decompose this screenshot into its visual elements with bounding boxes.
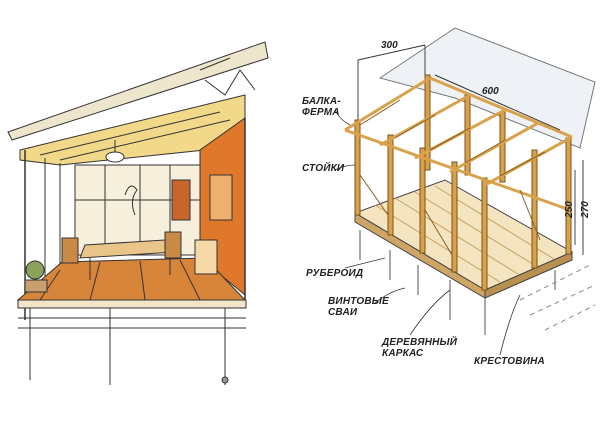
posts: [354, 74, 572, 291]
label-line: ДЕРЕВЯННЫЙ: [382, 337, 458, 348]
label-line: БАЛКА-: [302, 96, 341, 107]
label-roofing-felt: РУБЕРОИД: [306, 268, 364, 279]
dimension-total-height: 270: [579, 201, 591, 218]
base-beam: [17, 299, 247, 309]
label-cross-brace: КРЕСТОВИНА: [474, 356, 545, 367]
roof-slope: [7, 41, 269, 141]
label-screw-piles: ВИНТОВЫЕ СВАИ: [328, 296, 389, 318]
screw-piles: [359, 230, 556, 335]
label-line: ВИНТОВЫЕ: [328, 296, 389, 307]
label-posts: СТОЙКИ: [302, 163, 345, 174]
lamp: [105, 151, 125, 163]
label-line: СВАИ: [328, 307, 358, 318]
dimension-post-height: 250: [563, 201, 575, 218]
label-wooden-frame: ДЕРЕВЯННЫЙ КАРКАС: [382, 337, 457, 359]
label-beam-truss: БАЛКА- ФЕРМА: [302, 96, 341, 118]
dimension-depth: 300: [381, 40, 398, 51]
roof-plane-outline: [378, 27, 596, 149]
label-line: ФЕРМА: [302, 107, 340, 118]
label-line: КАРКАС: [382, 348, 424, 359]
dimension-length: 600: [482, 86, 499, 97]
